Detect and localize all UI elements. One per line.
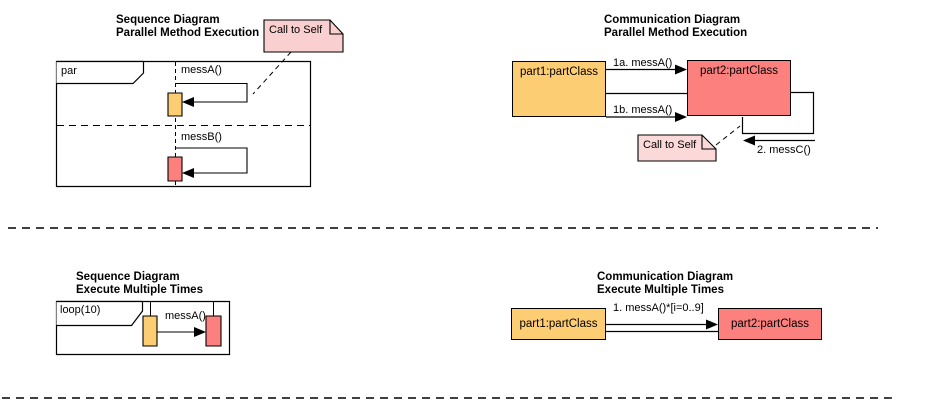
title-line: Sequence Diagram bbox=[116, 14, 220, 26]
comm-par-group bbox=[606, 64, 815, 162]
message-label: 1b. messA() bbox=[613, 104, 673, 116]
comm-loop-title: Communication Diagram Execute Multiple T… bbox=[597, 271, 733, 296]
message-1b-arrowhead-icon bbox=[675, 112, 687, 122]
seq-loop-title: Sequence Diagram Execute Multiple Times bbox=[76, 271, 203, 296]
self-message-b-line bbox=[176, 148, 248, 173]
object-box-part1: part1:partClass bbox=[511, 308, 606, 340]
message-label: 1a. messA() bbox=[613, 57, 673, 69]
activation-bar-caller bbox=[143, 316, 157, 346]
par-frame-label-pentagon bbox=[56, 62, 144, 84]
frame-operator-label: par bbox=[61, 65, 77, 77]
seq-loop-group bbox=[57, 302, 230, 355]
message-label: messA() bbox=[181, 64, 222, 76]
message-label: 1. messA()*[i=0..9] bbox=[613, 302, 704, 314]
note-shape bbox=[264, 20, 343, 52]
note-text: Call to Self bbox=[643, 139, 697, 151]
par-frame-outline bbox=[57, 62, 311, 187]
note-anchor-line bbox=[253, 52, 291, 94]
title-line: Execute Multiple Times bbox=[76, 283, 203, 296]
object-box-part2: part2:partClass bbox=[718, 308, 822, 340]
note-anchor-line bbox=[716, 126, 740, 145]
message-1a-arrowhead-icon bbox=[675, 64, 687, 75]
loop-frame-label-pentagon bbox=[56, 302, 143, 326]
title-line: Parallel Method Execution bbox=[116, 26, 260, 39]
title-line: Sequence Diagram bbox=[76, 271, 180, 283]
comm-loop-group bbox=[606, 319, 718, 332]
activation-bar-callee bbox=[206, 316, 221, 346]
message-label: messA() bbox=[165, 310, 206, 322]
message-1-arrowhead-icon bbox=[706, 319, 718, 330]
activation-bar-messb bbox=[168, 157, 182, 181]
frame-operator-label: loop(10) bbox=[60, 304, 101, 316]
title-line: Execute Multiple Times bbox=[597, 283, 724, 296]
seq-par-title: Sequence Diagram Parallel Method Executi… bbox=[116, 14, 259, 39]
object-box-part1: part1:partClass bbox=[512, 61, 606, 117]
title-line: Communication Diagram bbox=[597, 271, 734, 283]
activation-bar-messa bbox=[168, 93, 182, 116]
self-message-b-arrowhead-icon bbox=[182, 168, 194, 178]
self-link-line bbox=[743, 93, 814, 134]
note-fold-corner-icon bbox=[702, 135, 716, 149]
message-2-arrowhead-icon bbox=[743, 135, 755, 146]
self-message-a-line bbox=[176, 84, 248, 103]
self-message-a-arrowhead-icon bbox=[182, 97, 194, 107]
note-shape bbox=[638, 135, 716, 161]
message-label: 2. messC() bbox=[757, 144, 811, 156]
note-text: Call to Self bbox=[269, 24, 323, 36]
message-label: messB() bbox=[181, 131, 222, 143]
title-line: Parallel Method Execution bbox=[604, 26, 748, 39]
seq-par-group bbox=[57, 20, 344, 187]
title-line: Communication Diagram bbox=[604, 14, 741, 26]
object-box-part2: part2:partClass bbox=[687, 60, 791, 116]
message-a-arrowhead-icon bbox=[194, 327, 206, 337]
note-fold-corner-icon bbox=[330, 20, 343, 34]
comm-par-title: Communication Diagram Parallel Method Ex… bbox=[604, 14, 747, 39]
